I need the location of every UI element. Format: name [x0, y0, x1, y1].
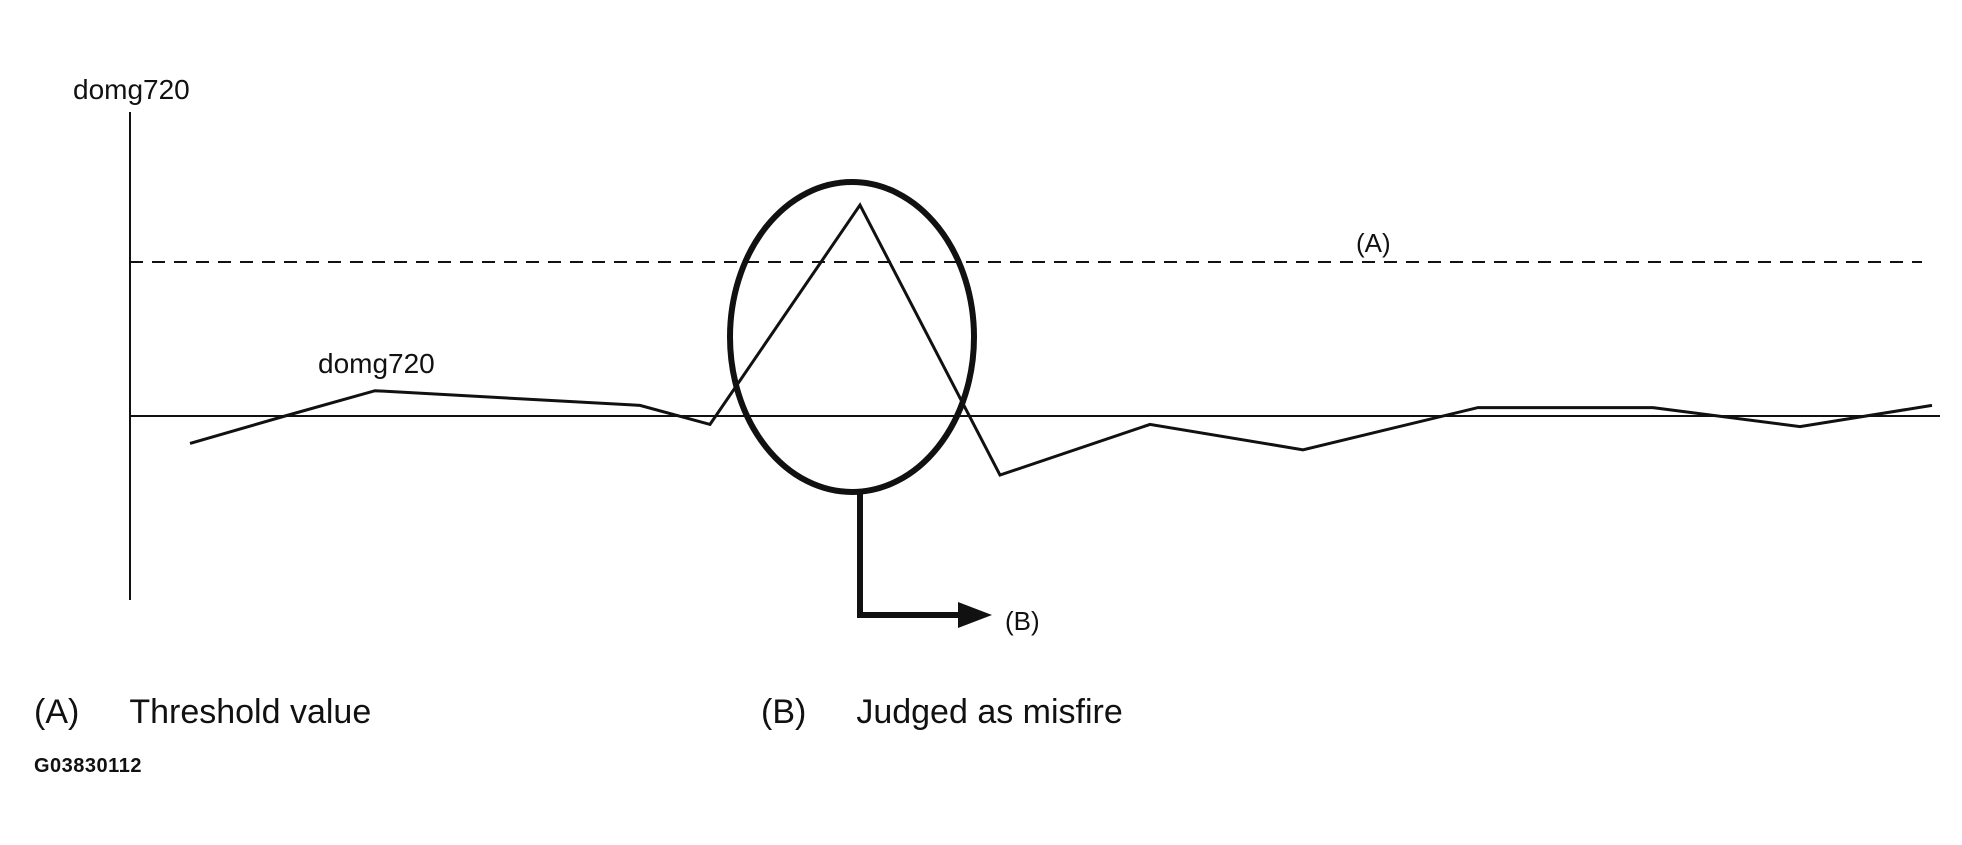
legend-item-misfire: (B) Judged as misfire [761, 692, 1123, 732]
legend-text-threshold: Threshold value [129, 693, 372, 731]
legend-item-threshold: (A) Threshold value [34, 692, 371, 732]
legend-key-a: (A) [34, 693, 80, 731]
signal-label: domg720 [318, 348, 435, 379]
legend-text-misfire: Judged as misfire [856, 693, 1123, 731]
misfire-arrow-line [857, 492, 960, 618]
threshold-marker: (A) [1356, 228, 1391, 258]
legend-key-b: (B) [761, 693, 807, 731]
misfire-marker: (B) [1005, 606, 1040, 636]
misfire-highlight-ellipse [727, 179, 977, 495]
y-axis-label: domg720 [73, 74, 190, 105]
figure-id: G03830112 [34, 755, 142, 777]
misfire-arrow-head [958, 602, 992, 628]
signal-line [189, 202, 1933, 477]
